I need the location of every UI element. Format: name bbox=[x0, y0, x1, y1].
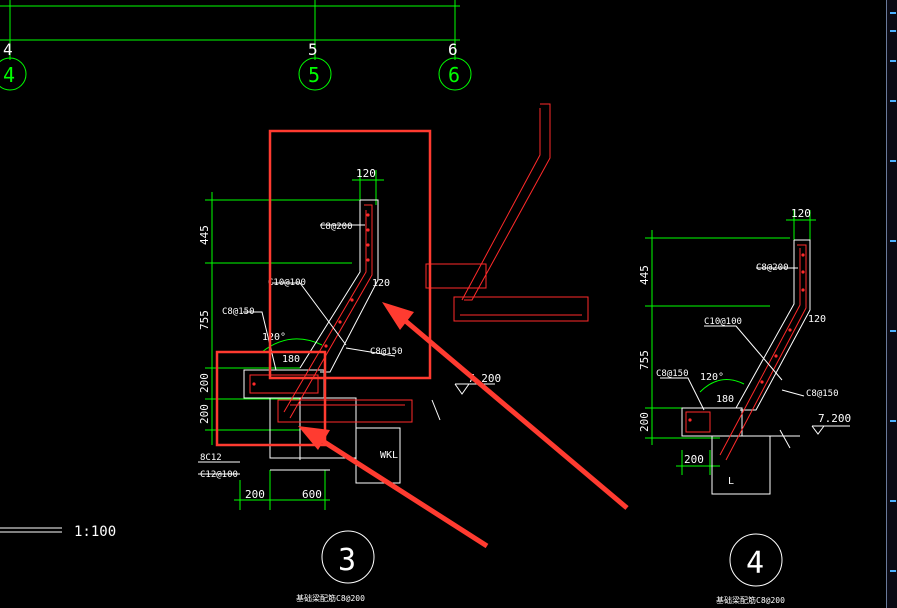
detail-3-rebar-dots bbox=[252, 213, 370, 386]
detail-3-leader-lines bbox=[198, 224, 495, 475]
grid-axis-label-5-top: 5 bbox=[308, 40, 318, 59]
detail-4-rebar-dots bbox=[688, 253, 805, 422]
grid-axis-bubble-5: 5 bbox=[308, 63, 320, 87]
highlight-arrow-lower bbox=[298, 426, 489, 549]
detail-3-rebar-c10-100: C10@100 bbox=[268, 278, 306, 288]
highlight-box-lower bbox=[215, 350, 327, 447]
panel-tick bbox=[890, 570, 896, 572]
panel-tick bbox=[890, 60, 896, 62]
detail-3-dim-120-top: 120 bbox=[356, 167, 376, 180]
detail-4-elevation: 7.200 bbox=[818, 412, 851, 425]
detail-4-concrete-outline bbox=[681, 239, 850, 495]
detail-4-beam-label: L bbox=[728, 476, 734, 487]
highlight-box-upper bbox=[268, 129, 432, 380]
detail-3-slope-dim: 120 bbox=[372, 278, 390, 289]
detail-4-slope-dim: 120 bbox=[808, 314, 826, 325]
detail-3-dim-200-a: 200 bbox=[198, 373, 211, 393]
grid-axis-bubble-6: 6 bbox=[448, 63, 460, 87]
detail-3-beam-label: WKL bbox=[380, 450, 398, 461]
panel-tick bbox=[890, 30, 896, 32]
detail-4-rebar-c8-200: C8@200 bbox=[756, 263, 789, 273]
detail-3-dim-200-bottom: 200 bbox=[245, 488, 265, 501]
detail-3-angle: 120° bbox=[262, 332, 286, 343]
detail-4-dim-200: 200 bbox=[638, 412, 651, 432]
panel-tick bbox=[890, 12, 896, 14]
panel-tick bbox=[890, 420, 896, 422]
panel-tick bbox=[890, 500, 896, 502]
panel-tick bbox=[890, 240, 896, 242]
detail-4-angle: 120° bbox=[700, 372, 724, 383]
detail-4-caption: 基础梁配筋C8@200 bbox=[716, 595, 785, 605]
panel-tick bbox=[890, 100, 896, 102]
detail-4-dim-200-bottom: 200 bbox=[684, 453, 704, 466]
detail-3-rebar-c12-100: C12@100 bbox=[200, 470, 238, 480]
detail-3-rebar-8c12: 8C12 bbox=[200, 453, 222, 463]
detail-3-rebar bbox=[249, 204, 413, 423]
detail-4-dim-755: 755 bbox=[638, 350, 651, 370]
detail-3-dim-600-bottom: 600 bbox=[302, 488, 322, 501]
detail-4-dim-445: 445 bbox=[638, 265, 651, 285]
panel-tick bbox=[890, 160, 896, 162]
properties-side-panel[interactable] bbox=[886, 0, 897, 608]
highlight-arrow-upper bbox=[382, 302, 629, 510]
detail-4-circle bbox=[729, 533, 783, 587]
scale-bar bbox=[0, 527, 62, 533]
detail-3-rebar-c8-200: C8@200 bbox=[320, 222, 353, 232]
detail-3-angle-dim: 180 bbox=[282, 354, 300, 365]
detail-4-rebar-c8-150-left: C8@150 bbox=[656, 369, 689, 379]
detail-3-circle bbox=[321, 530, 375, 584]
scale-label: 1:100 bbox=[74, 524, 116, 540]
middle-rebar-sketch bbox=[425, 103, 589, 322]
panel-tick bbox=[890, 330, 896, 332]
detail-3-dim-445: 445 bbox=[198, 225, 211, 245]
detail-3-dimension-lines bbox=[205, 170, 384, 510]
detail-4-leader-lines bbox=[660, 267, 805, 411]
detail-4-rebar-c10-100: C10@100 bbox=[704, 317, 742, 327]
detail-4-dim-120-top: 120 bbox=[791, 207, 811, 220]
detail-4-rebar bbox=[685, 244, 807, 461]
detail-3-dim-755: 755 bbox=[198, 310, 211, 330]
grid-axis-bubble-4: 4 bbox=[3, 63, 15, 87]
detail-4-angle-dim: 180 bbox=[716, 394, 734, 405]
detail-4-circle-label: 4 bbox=[746, 546, 764, 581]
grid-axis-lines bbox=[0, 0, 472, 91]
detail-3-rebar-c8-150-left: C8@150 bbox=[222, 307, 255, 317]
detail-3-circle-label: 3 bbox=[338, 543, 356, 578]
grid-axis-label-6-top: 6 bbox=[448, 40, 458, 59]
detail-3-caption: 基础梁配筋C8@200 bbox=[296, 593, 365, 603]
detail-3-dim-200-b: 200 bbox=[198, 404, 211, 424]
detail-4-rebar-c8-150-right: C8@150 bbox=[806, 389, 839, 399]
detail-3-rebar-c8-150-right: C8@150 bbox=[370, 347, 403, 357]
grid-axis-label-4-top: 4 bbox=[3, 40, 13, 59]
